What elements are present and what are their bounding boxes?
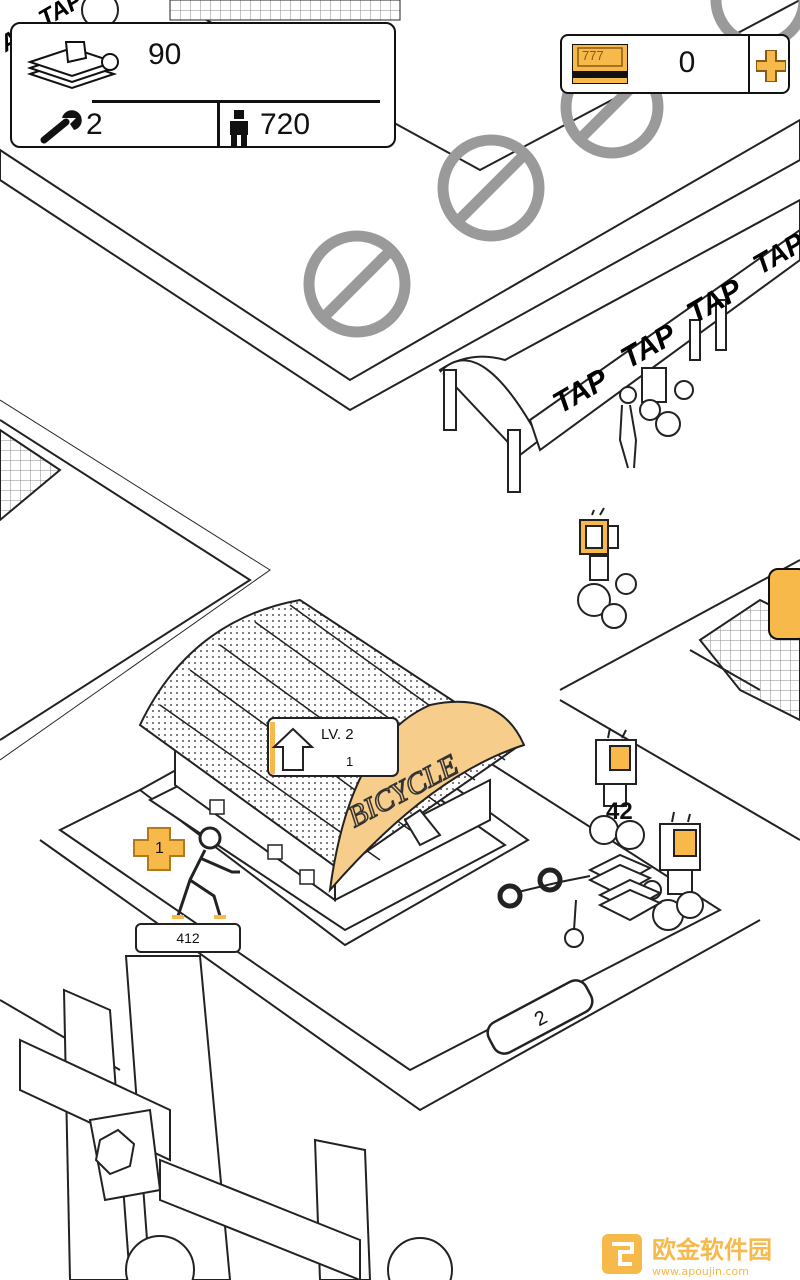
tap-shelter [438,198,800,493]
building-upgrade-count: 1 [346,754,353,769]
side-menu-tab[interactable] [768,568,800,640]
worker-figure [172,826,240,919]
coin-divider [748,36,750,92]
bicycle-parts [497,867,591,948]
watermark-url: www.apoujin.com [652,1265,749,1278]
foreground-structure [19,955,453,1280]
worker-plus-icon[interactable] [133,827,185,871]
worker-counter-pill [135,923,241,953]
panel-divider [92,100,380,103]
wrench-icon [40,110,82,144]
worker-plus-count: 1 [155,840,164,857]
coin-panel: 777 0 [560,34,790,94]
slot-machine-icon [572,44,628,84]
watermark-title: 欧金软件园 [652,1236,772,1264]
left-building [0,428,62,522]
robot-carrier [589,727,645,850]
robot-carrier [577,507,637,629]
money-amount: 90 [148,38,182,71]
person-icon [230,110,248,146]
add-coins-button[interactable] [756,50,786,82]
shelter-worker [618,367,694,469]
robot-carrier [642,811,704,931]
panel-divider [217,102,220,148]
ground-tiles [0,0,800,1112]
level-upgrade-panel[interactable] [267,717,399,777]
building-level: LV. 2 [321,726,354,743]
tools-count: 2 [86,108,103,141]
cash-stack [587,853,663,922]
money-stack-icon [26,41,119,90]
slot-badge-text: 777 [582,48,604,63]
watermark-logo-icon [602,1234,642,1274]
stack-count: 42 [606,798,633,825]
worker-counter: 412 [176,930,200,946]
coin-count: 0 [678,46,696,79]
population-count: 720 [260,108,311,141]
resource-panel: 90 2 720 [10,22,396,148]
plot-counter-pill[interactable] [483,976,596,1058]
